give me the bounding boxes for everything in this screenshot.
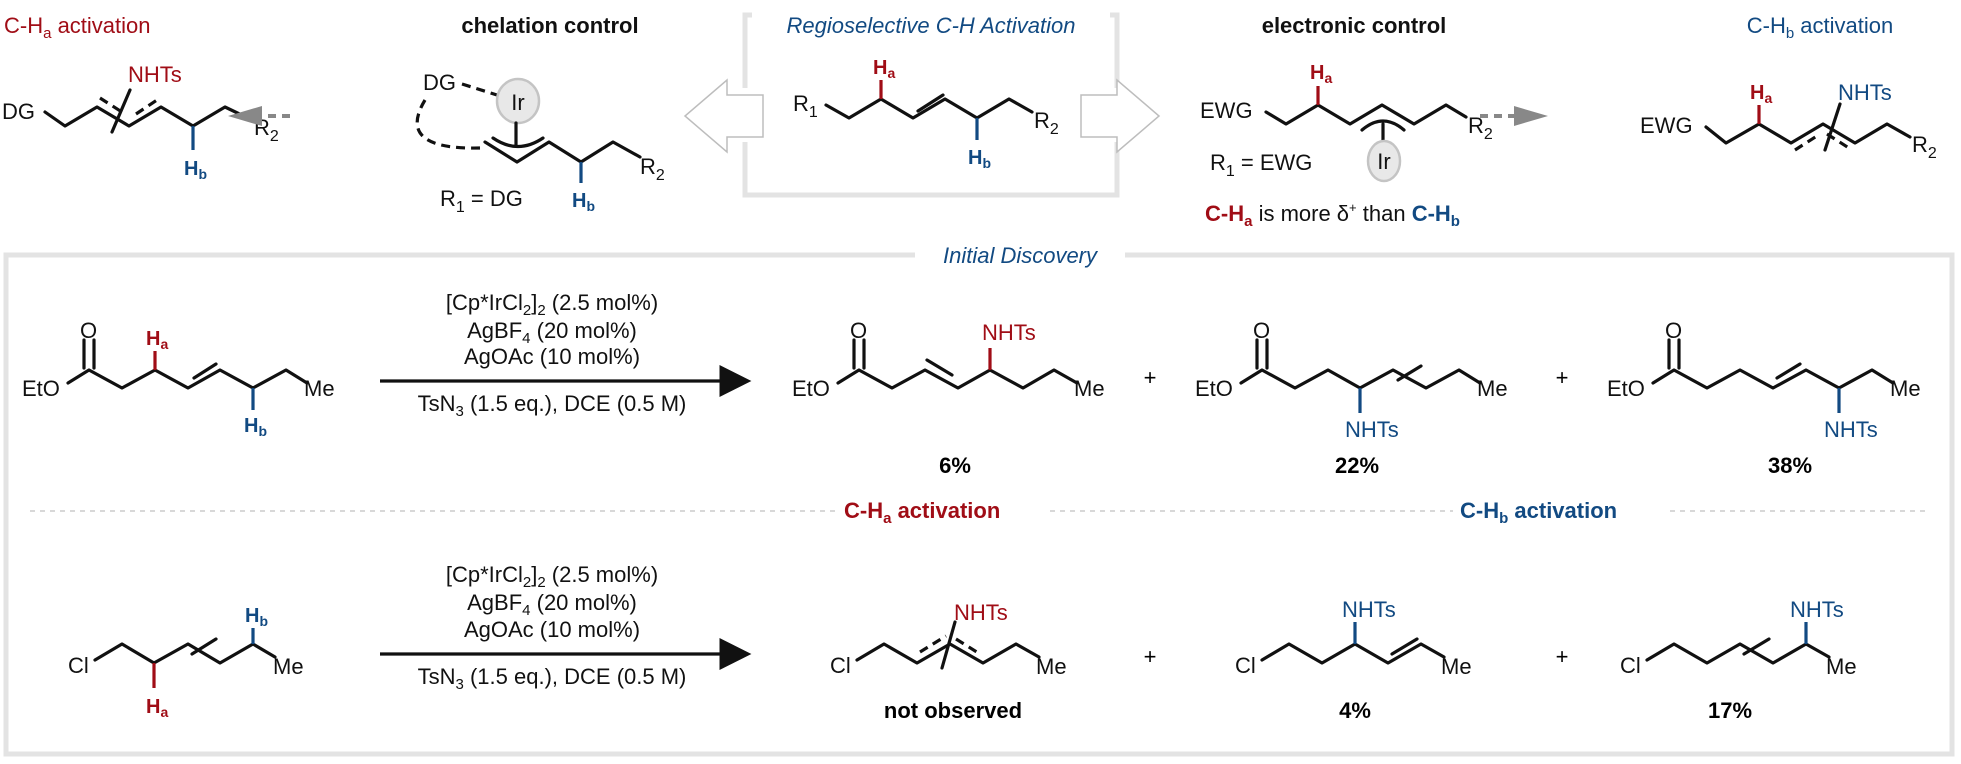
svg-text:Hb: Hb bbox=[245, 605, 268, 629]
svg-text:TsN3 (1.5 eq.), DCE (0.5 M): TsN3 (1.5 eq.), DCE (0.5 M) bbox=[418, 391, 687, 420]
svg-text:Ha: Ha bbox=[146, 696, 168, 720]
hollow-arrow-right bbox=[1080, 78, 1161, 154]
r1-equals-dg: R1 = DG bbox=[440, 186, 523, 216]
plus-sign: + bbox=[1556, 644, 1569, 669]
hb-label: Hb bbox=[968, 147, 991, 171]
yield-label: 6% bbox=[939, 453, 971, 478]
row2-product-3: Cl NHTs Me 17% bbox=[1620, 597, 1857, 723]
row2-conditions: [Cp*IrCl2]2 (2.5 mol%) AgBF4 (20 mol%) A… bbox=[380, 562, 752, 693]
ha-label: Ha bbox=[1310, 62, 1332, 86]
svg-text:NHTs: NHTs bbox=[1824, 417, 1878, 442]
plus-sign: + bbox=[1556, 365, 1569, 390]
row1-product-1: EtO O NHTs Me 6% bbox=[792, 318, 1105, 478]
yield-label: 22% bbox=[1335, 453, 1379, 478]
svg-text:TsN3 (1.5 eq.), DCE (0.5 M): TsN3 (1.5 eq.), DCE (0.5 M) bbox=[418, 664, 687, 693]
yield-label: 17% bbox=[1708, 698, 1752, 723]
svg-text:Cl: Cl bbox=[68, 653, 89, 678]
svg-text:NHTs: NHTs bbox=[1342, 597, 1396, 622]
svg-text:EtO: EtO bbox=[792, 376, 830, 401]
chelation-control: chelation control DG Ir Hb R2 R1 = DG bbox=[415, 13, 665, 216]
svg-text:Me: Me bbox=[1477, 376, 1508, 401]
svg-text:Me: Me bbox=[1890, 376, 1921, 401]
row2-substrate: Cl Ha Hb Me bbox=[68, 605, 304, 720]
row1-conditions: [Cp*IrCl2]2 (2.5 mol%) AgBF4 (20 mol%) A… bbox=[380, 290, 752, 420]
svg-text:O: O bbox=[80, 318, 97, 343]
delta-statement: C-Ha is more δ+ than C-Hb bbox=[1205, 200, 1460, 230]
r2-label: R2 bbox=[1912, 132, 1937, 162]
ha-activation-product: C-Ha activation DG NHTs Hb R2 bbox=[2, 13, 279, 182]
initial-discovery-box: Initial Discovery C-Ha activation C-Hb a… bbox=[3, 240, 1955, 757]
ha-label: Ha bbox=[873, 57, 895, 81]
svg-text:Ir: Ir bbox=[511, 90, 524, 115]
svg-text:NHTs: NHTs bbox=[954, 600, 1008, 625]
center-title: Regioselective C-H Activation bbox=[787, 13, 1076, 38]
svg-text:AgOAc (10 mol%): AgOAc (10 mol%) bbox=[464, 344, 640, 369]
svg-text:Me: Me bbox=[1826, 654, 1857, 679]
yield-label: 38% bbox=[1768, 453, 1812, 478]
chelation-title: chelation control bbox=[461, 13, 638, 38]
svg-text:Me: Me bbox=[1036, 654, 1067, 679]
nhts-label: NHTs bbox=[128, 62, 182, 87]
divider-hb-label: C-Hb activation bbox=[1460, 498, 1617, 527]
electronic-title: electronic control bbox=[1262, 13, 1447, 38]
row1-substrate: EtO O Ha Hb Me bbox=[22, 318, 335, 439]
svg-text:Cl: Cl bbox=[1620, 653, 1641, 678]
iridium-circle bbox=[495, 77, 541, 125]
dashed-arrow-left bbox=[228, 106, 290, 126]
r1-equals-ewg: R1 = EWG bbox=[1210, 150, 1312, 180]
svg-text:Me: Me bbox=[1441, 654, 1472, 679]
svg-text:AgBF4 (20 mol%): AgBF4 (20 mol%) bbox=[467, 318, 637, 347]
svg-text:Me: Me bbox=[273, 654, 304, 679]
ha-activation-title: C-Ha activation bbox=[4, 13, 151, 42]
svg-text:EtO: EtO bbox=[1195, 376, 1233, 401]
plus-sign: + bbox=[1144, 644, 1157, 669]
hb-label: Hb bbox=[572, 190, 595, 214]
svg-text:NHTs: NHTs bbox=[982, 320, 1036, 345]
row2-product-1: Cl NHTs Me not observed bbox=[830, 600, 1067, 723]
yield-label: not observed bbox=[884, 698, 1022, 723]
svg-text:AgOAc (10 mol%): AgOAc (10 mol%) bbox=[464, 617, 640, 642]
svg-text:Ha: Ha bbox=[146, 328, 168, 352]
box-title: Initial Discovery bbox=[943, 243, 1099, 268]
svg-text:Me: Me bbox=[1074, 376, 1105, 401]
svg-text:Ir: Ir bbox=[1377, 149, 1390, 174]
dg-label: DG bbox=[423, 70, 456, 95]
r1-label: R1 bbox=[793, 91, 818, 121]
nhts-label: NHTs bbox=[1838, 80, 1892, 105]
svg-text:NHTs: NHTs bbox=[1790, 597, 1844, 622]
svg-text:Hb: Hb bbox=[244, 415, 267, 439]
dg-label: DG bbox=[2, 99, 35, 124]
svg-text:Cl: Cl bbox=[830, 653, 851, 678]
svg-text:Me: Me bbox=[304, 376, 335, 401]
svg-text:EtO: EtO bbox=[22, 376, 60, 401]
svg-text:[Cp*IrCl2]2 (2.5 mol%): [Cp*IrCl2]2 (2.5 mol%) bbox=[446, 562, 658, 591]
r2-label: R2 bbox=[640, 154, 665, 184]
row1-product-3: EtO O NHTs Me 38% bbox=[1607, 318, 1921, 478]
svg-text:Cl: Cl bbox=[1235, 653, 1256, 678]
svg-text:[Cp*IrCl2]2 (2.5 mol%): [Cp*IrCl2]2 (2.5 mol%) bbox=[446, 290, 658, 319]
ewg-label: EWG bbox=[1640, 113, 1693, 138]
yield-label: 4% bbox=[1339, 698, 1371, 723]
hollow-arrow-left bbox=[683, 78, 764, 154]
plus-sign: + bbox=[1144, 365, 1157, 390]
svg-text:O: O bbox=[1665, 318, 1682, 343]
svg-text:O: O bbox=[850, 318, 867, 343]
regioselective-frame: Regioselective C-H Activation R1 Ha Hb R… bbox=[683, 12, 1161, 198]
divider-ha-label: C-Ha activation bbox=[844, 498, 1000, 527]
hb-activation-product: C-Hb activation EWG Ha NHTs R2 bbox=[1640, 13, 1937, 162]
ha-label: Ha bbox=[1750, 82, 1772, 106]
hb-activation-title: C-Hb activation bbox=[1747, 13, 1894, 42]
electronic-control: electronic control EWG Ir Ha R2 R1 = EWG… bbox=[1200, 13, 1493, 230]
svg-text:AgBF4 (20 mol%): AgBF4 (20 mol%) bbox=[467, 590, 637, 619]
row2-product-2: Cl NHTs Me 4% bbox=[1235, 597, 1472, 723]
hb-label: Hb bbox=[184, 158, 207, 182]
r2-label: R2 bbox=[1468, 113, 1493, 143]
row1-product-2: EtO O NHTs Me 22% bbox=[1195, 318, 1508, 478]
svg-text:O: O bbox=[1253, 318, 1270, 343]
svg-text:EtO: EtO bbox=[1607, 376, 1645, 401]
svg-text:NHTs: NHTs bbox=[1345, 417, 1399, 442]
ewg-label: EWG bbox=[1200, 98, 1253, 123]
r2-label: R2 bbox=[1034, 108, 1059, 138]
dashed-arrow-right bbox=[1480, 106, 1548, 126]
